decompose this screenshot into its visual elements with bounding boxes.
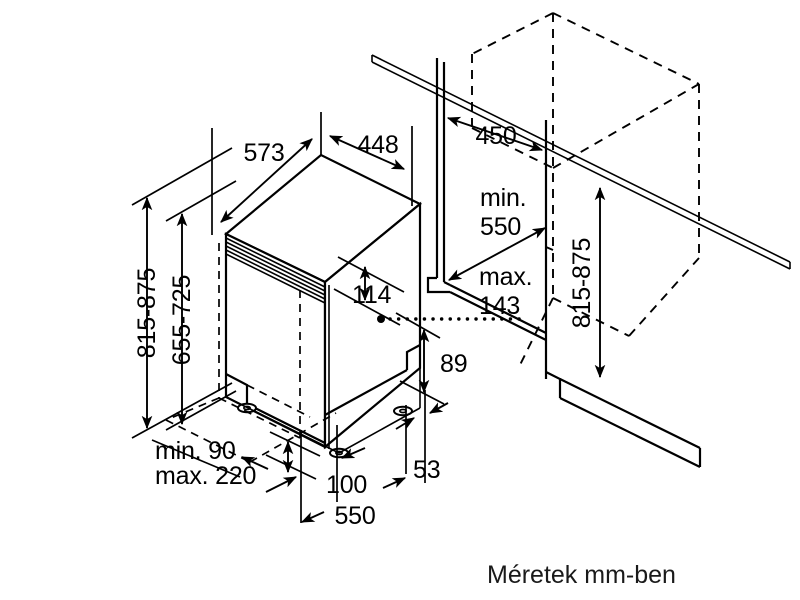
dimension-max-143: max. 143: [377, 263, 533, 323]
cabinet-side-wall: [426, 58, 451, 294]
dim-label-815-875-right: 815-875: [568, 238, 596, 328]
dimension-foot-range: min. 90 max. 220: [155, 431, 321, 490]
dimension-100: 100: [265, 425, 367, 523]
worktop-slab: [371, 54, 791, 270]
dimension-573: 573: [211, 112, 322, 235]
hidden-outline-cabinet: [471, 12, 700, 368]
dim-label-89: 89: [440, 350, 467, 378]
dimension-815-875-right: 815-875: [568, 186, 606, 379]
dimension-89: 89: [395, 312, 468, 405]
dimension-114: 114: [333, 256, 405, 326]
dim-label-max-220: max. 220: [155, 462, 256, 490]
dim-label-114: 114: [352, 281, 392, 309]
dim-label-550-bottom: 550: [334, 502, 375, 530]
niche-right-panel: [449, 120, 702, 468]
dimension-448: 448: [328, 126, 413, 206]
floor-reference-lines: [151, 368, 421, 478]
dim-label-53: 53: [413, 456, 440, 484]
dim-label-448: 448: [357, 131, 398, 159]
dimension-815-875-left: 815-875: [131, 147, 233, 439]
dimension-min-550: min. 550: [448, 184, 546, 281]
dim-label-143: 143: [479, 292, 520, 320]
dimension-450: 450: [446, 116, 544, 152]
dimension-550-bottom: 550: [300, 477, 407, 530]
dim-label-min: min.: [480, 184, 526, 212]
centerline-dot: [377, 315, 385, 323]
unit-caption: Méretek mm-ben: [487, 561, 676, 589]
hidden-base-outline: [165, 243, 337, 463]
dim-label-815-875-left: 815-875: [133, 268, 161, 358]
dim-label-450: 450: [475, 122, 516, 150]
dimension-655-725: 655-725: [165, 180, 237, 431]
dim-label-550-min: 550: [480, 213, 521, 241]
dim-label-max: max.: [479, 263, 532, 291]
dim-label-655-725: 655-725: [168, 275, 196, 365]
dim-label-573: 573: [243, 139, 284, 167]
dishwasher-body: [223, 153, 423, 450]
dimension-53: 53: [395, 390, 449, 484]
dim-label-min-90: min. 90: [155, 437, 236, 465]
dim-label-100: 100: [326, 471, 367, 499]
